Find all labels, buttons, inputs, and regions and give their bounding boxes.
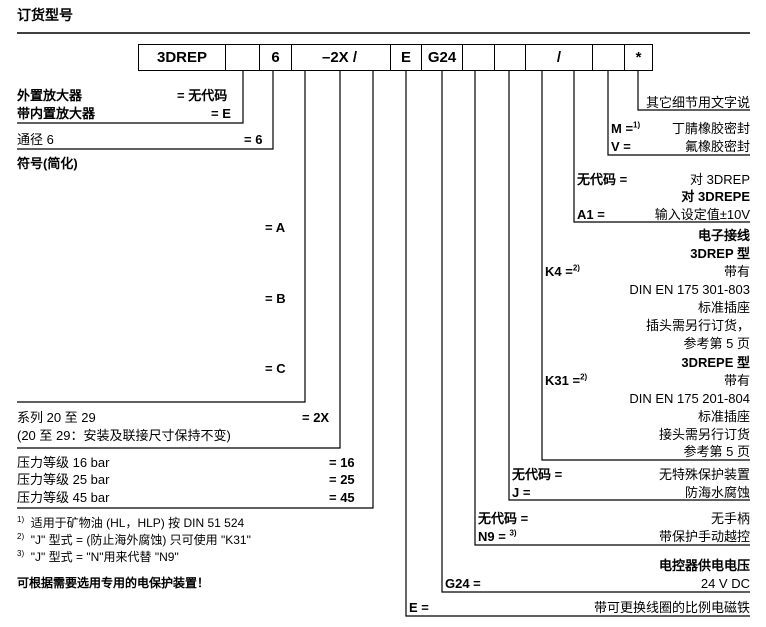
- k31-line-1: 带有: [723, 373, 750, 388]
- type-3drep-title: 3DREP 型: [690, 246, 750, 261]
- other-details-label: 其它细节用文字说: [645, 95, 750, 110]
- no-special-protection-label: 无特殊保护装置: [658, 467, 750, 482]
- k4-footnote: 2): [572, 263, 580, 273]
- k4-code-text: K4 =: [545, 264, 573, 279]
- k31-code: K31 =2): [545, 373, 587, 388]
- k4-line-1: 带有: [723, 264, 750, 279]
- code-box-amplifier: [225, 44, 260, 71]
- symbol-a-code: = A: [265, 220, 286, 235]
- seal-m-code: M =1): [611, 121, 640, 136]
- code-box-type: 3DREP: [138, 44, 226, 71]
- series-label: 系列 20 至 29: [17, 410, 96, 425]
- k31-line-2: DIN EN 175 201-804: [629, 391, 750, 406]
- e-code: E =: [409, 600, 429, 615]
- pressure-45-label: 压力等级 45 bar: [17, 490, 110, 505]
- no-handle-label: 无手柄: [710, 511, 750, 526]
- k4-line-4: 插头需另行订货，: [645, 318, 750, 333]
- symbol-label: 符号(简化): [17, 156, 78, 171]
- footnote-3-mark: 3): [17, 549, 25, 558]
- symbol-c-code: = C: [265, 361, 286, 376]
- pressure-45-code: = 45: [329, 490, 355, 505]
- footnote-2-text: "J" 型式 = (防止海外腐蚀) 只可使用 "K31": [30, 533, 251, 547]
- footnote-3: 3) "J" 型式 = "N"用来代替 "N9": [17, 550, 179, 565]
- size-label: 通径 6: [17, 132, 54, 147]
- setvalue-nocode: 无代码 =: [577, 172, 628, 187]
- protection-note: 可根据需要选用专用的电保护装置！: [17, 576, 210, 590]
- k4-line-5: 参考第 5 页: [683, 336, 750, 351]
- g24-code: G24 =: [445, 576, 481, 591]
- code-box-size: 6: [259, 44, 292, 71]
- amplifier-internal-code: = E: [211, 106, 231, 121]
- code-box-corrosion: [494, 44, 526, 71]
- size-code: = 6: [244, 132, 263, 147]
- n9-code: N9 = 3): [478, 529, 517, 544]
- supply-voltage-title: 电控器供电电压: [658, 558, 750, 573]
- k31-footnote: 2): [580, 372, 588, 382]
- k31-code-text: K31 =: [545, 373, 581, 388]
- corrosion-nocode: 无代码 =: [512, 467, 563, 482]
- code-box-other: *: [624, 44, 653, 71]
- k31-line-5: 参考第 5 页: [683, 444, 750, 459]
- for-3drepe-label: 对 3DREPE: [681, 189, 750, 204]
- type-3drepe-title: 3DREPE 型: [681, 355, 750, 370]
- n9-footnote: 3): [509, 528, 517, 538]
- g24-label: 24 V DC: [700, 576, 750, 591]
- amplifier-external-label: 外置放大器: [17, 88, 83, 103]
- k4-line-3: 标准插座: [697, 300, 750, 315]
- electrical-connection-title: 电子接线: [697, 228, 750, 243]
- footnote-1-mark: 1): [17, 515, 25, 524]
- seal-m-label: 丁腈橡胶密封: [671, 121, 750, 136]
- seal-v-label: 氟橡胶密封: [684, 139, 750, 154]
- k31-line-4: 接头需另行订货: [658, 427, 750, 442]
- code-box-series: –2X /: [291, 44, 391, 71]
- footnote-1-text: 适用于矿物油 (HL，HLP) 按 DIN 51 524: [30, 516, 245, 530]
- a1-code: A1 =: [577, 207, 605, 222]
- footnote-1: 1) 适用于矿物油 (HL，HLP) 按 DIN 51 524: [17, 516, 244, 531]
- a1-label: 输入设定值±10V: [654, 207, 750, 222]
- page-title: 订货型号: [17, 8, 73, 24]
- footnote-2-mark: 2): [17, 532, 25, 541]
- series-note: (20 至 29：安装及联接尺寸保持不变): [17, 428, 231, 443]
- k4-line-2: DIN EN 175 301-803: [629, 282, 750, 297]
- pressure-16-label: 压力等级 16 bar: [17, 455, 110, 470]
- j-label: 防海水腐蚀: [684, 485, 750, 500]
- seal-m-footnote: 1): [633, 120, 641, 130]
- seal-v-code: V =: [611, 139, 631, 154]
- pressure-16-code: = 16: [329, 455, 355, 470]
- pressure-25-code: = 25: [329, 472, 355, 487]
- footnote-3-text: "J" 型式 = "N"用来代替 "N9": [30, 550, 179, 564]
- seal-m-code-text: M =: [611, 121, 634, 136]
- for-3drep-label: 对 3DREP: [690, 172, 750, 187]
- k31-line-3: 标准插座: [697, 409, 750, 424]
- n9-label: 带保护手动越控: [658, 529, 750, 544]
- symbol-b-code: = B: [265, 291, 286, 306]
- amplifier-external-code: = 无代码: [177, 88, 228, 103]
- footnote-2: 2) "J" 型式 = (防止海外腐蚀) 只可使用 "K31": [17, 533, 251, 548]
- pressure-25-label: 压力等级 25 bar: [17, 472, 110, 487]
- k4-code: K4 =2): [545, 264, 580, 279]
- amplifier-internal-label: 带内置放大器: [17, 106, 96, 121]
- code-box-coil: E: [390, 44, 422, 71]
- code-box-voltage: G24: [421, 44, 463, 71]
- j-code: J =: [512, 485, 531, 500]
- n9-code-text: N9 =: [478, 529, 506, 544]
- code-box-override: [462, 44, 495, 71]
- code-box-seal: [592, 44, 625, 71]
- series-code: = 2X: [302, 410, 330, 425]
- code-box-electrical: /: [525, 44, 593, 71]
- override-nocode: 无代码 =: [478, 511, 529, 526]
- e-label: 带可更换线圈的比例电磁铁: [593, 600, 750, 615]
